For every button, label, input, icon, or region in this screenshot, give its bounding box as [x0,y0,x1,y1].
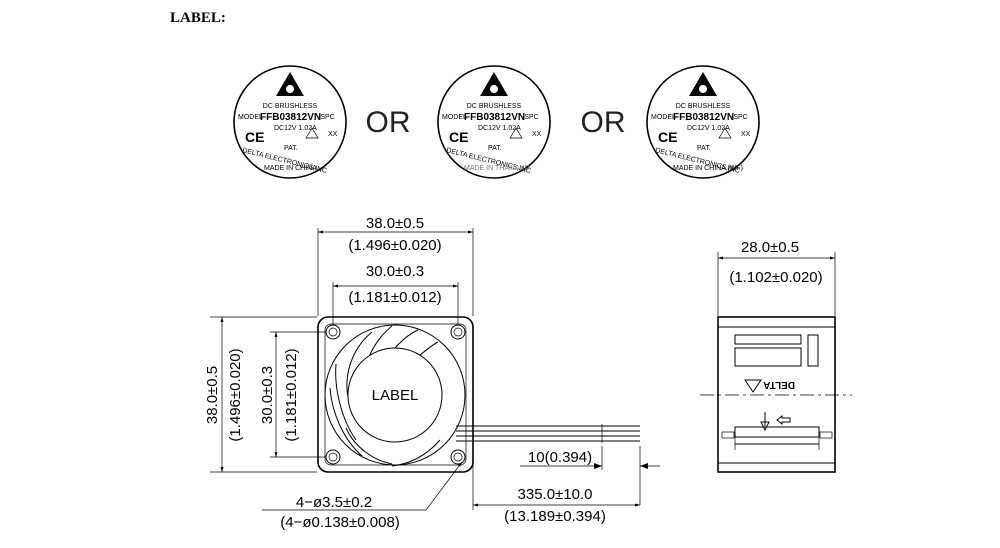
mounting-holes [325,324,466,465]
svg-text:(1.181±0.012): (1.181±0.012) [348,289,441,306]
svg-text:(1.181±0.012): (1.181±0.012) [283,348,300,441]
svg-text:DC BRUSHLESS: DC BRUSHLESS [467,103,522,110]
dim-strip-length: 10(0.394) [520,446,660,505]
dim-hole-pitch: 30.0±0.3 (1.181±0.012) [332,263,459,325]
svg-text:(1.496±0.020): (1.496±0.020) [348,237,441,254]
svg-text:DC12V 1.02A: DC12V 1.02A [274,125,317,132]
svg-text:-SPC: -SPC [731,114,748,121]
svg-text:(13.189±0.394): (13.189±0.394) [504,508,606,525]
side-brand-text: DELTA [763,379,795,390]
svg-text:MADE IN THAILAND: MADE IN THAILAND [464,165,530,172]
fan-front-view: LABEL [317,316,640,473]
svg-text:MODEL: MODEL [651,114,676,121]
svg-text:28.0±0.5: 28.0±0.5 [741,239,799,256]
dim-lead-length: 335.0±10.0 (13.189±0.394) [472,445,640,525]
svg-text:MADE IN CHINA (WF): MADE IN CHINA (WF) [673,165,743,172]
svg-text:30.0±0.3: 30.0±0.3 [366,263,424,280]
hub-label: LABEL [372,387,419,404]
svg-text:FFB03812VN: FFB03812VN [673,112,734,123]
ce-mark: CE [449,129,468,145]
svg-text:MADE IN CHINA: MADE IN CHINA [264,165,317,172]
svg-text:FFB03812VN: FFB03812VN [260,112,321,123]
or-separator-1: OR [366,106,411,139]
svg-text:DC12V 1.02A: DC12V 1.02A [687,125,730,132]
svg-text:30.0±0.3: 30.0±0.3 [259,366,276,424]
ce-mark: CE [658,129,677,145]
label-3: DC BRUSHLESS MODEL FFB03812VN -SPC DC12V… [646,65,760,179]
svg-text:-SPC: -SPC [522,114,539,121]
svg-text:XX: XX [532,131,542,138]
svg-text:DC12V 1.02A: DC12V 1.02A [478,125,521,132]
fan-side-view: DELTA [700,316,852,473]
lead-wires [456,424,640,443]
svg-text:(4−ø0.138±0.008): (4−ø0.138±0.008) [280,514,400,531]
svg-text:38.0±0.5: 38.0±0.5 [366,215,424,232]
svg-text:10(0.394): 10(0.394) [528,449,592,466]
svg-text:XX: XX [328,131,338,138]
section-title: LABEL: [170,10,226,26]
svg-text:DC BRUSHLESS: DC BRUSHLESS [263,103,318,110]
svg-text:(1.102±0.020): (1.102±0.020) [729,269,822,286]
svg-text:FFB03812VN: FFB03812VN [464,112,525,123]
svg-text:(1.496±0.020): (1.496±0.020) [227,348,244,441]
svg-text:XX: XX [741,131,751,138]
dim-frame-height: 38.0±0.5 (1.496±0.020) [204,316,317,473]
dim-frame-width: 38.0±0.5 (1.496±0.020) [317,215,474,316]
dim-vertical-hole-pitch: 30.0±0.3 (1.181±0.012) [259,331,325,458]
svg-text:38.0±0.5: 38.0±0.5 [204,366,221,424]
dim-side-depth: 28.0±0.5 (1.102±0.020) [717,239,836,316]
svg-text:335.0±10.0: 335.0±10.0 [518,486,593,503]
label-2: DC BRUSHLESS MODEL FFB03812VN -SPC DC12V… [437,65,551,179]
dim-mounting-holes: 4−ø3.5±0.2 (4−ø0.138±0.008) [262,461,463,531]
svg-text:PAT.: PAT. [697,145,711,152]
svg-text:PAT.: PAT. [284,145,298,152]
svg-text:4−ø3.5±0.2: 4−ø3.5±0.2 [296,494,372,511]
or-separator-2: OR [581,106,626,139]
label-1: DC BRUSHLESS MODEL FFB03812VN -SPC DC12V… [233,65,347,179]
svg-text:MODEL: MODEL [442,114,467,121]
ce-mark: CE [245,129,264,145]
svg-text:MODEL: MODEL [238,114,263,121]
svg-text:DC BRUSHLESS: DC BRUSHLESS [676,103,731,110]
svg-text:PAT.: PAT. [488,145,502,152]
svg-text:-SPC: -SPC [318,114,335,121]
